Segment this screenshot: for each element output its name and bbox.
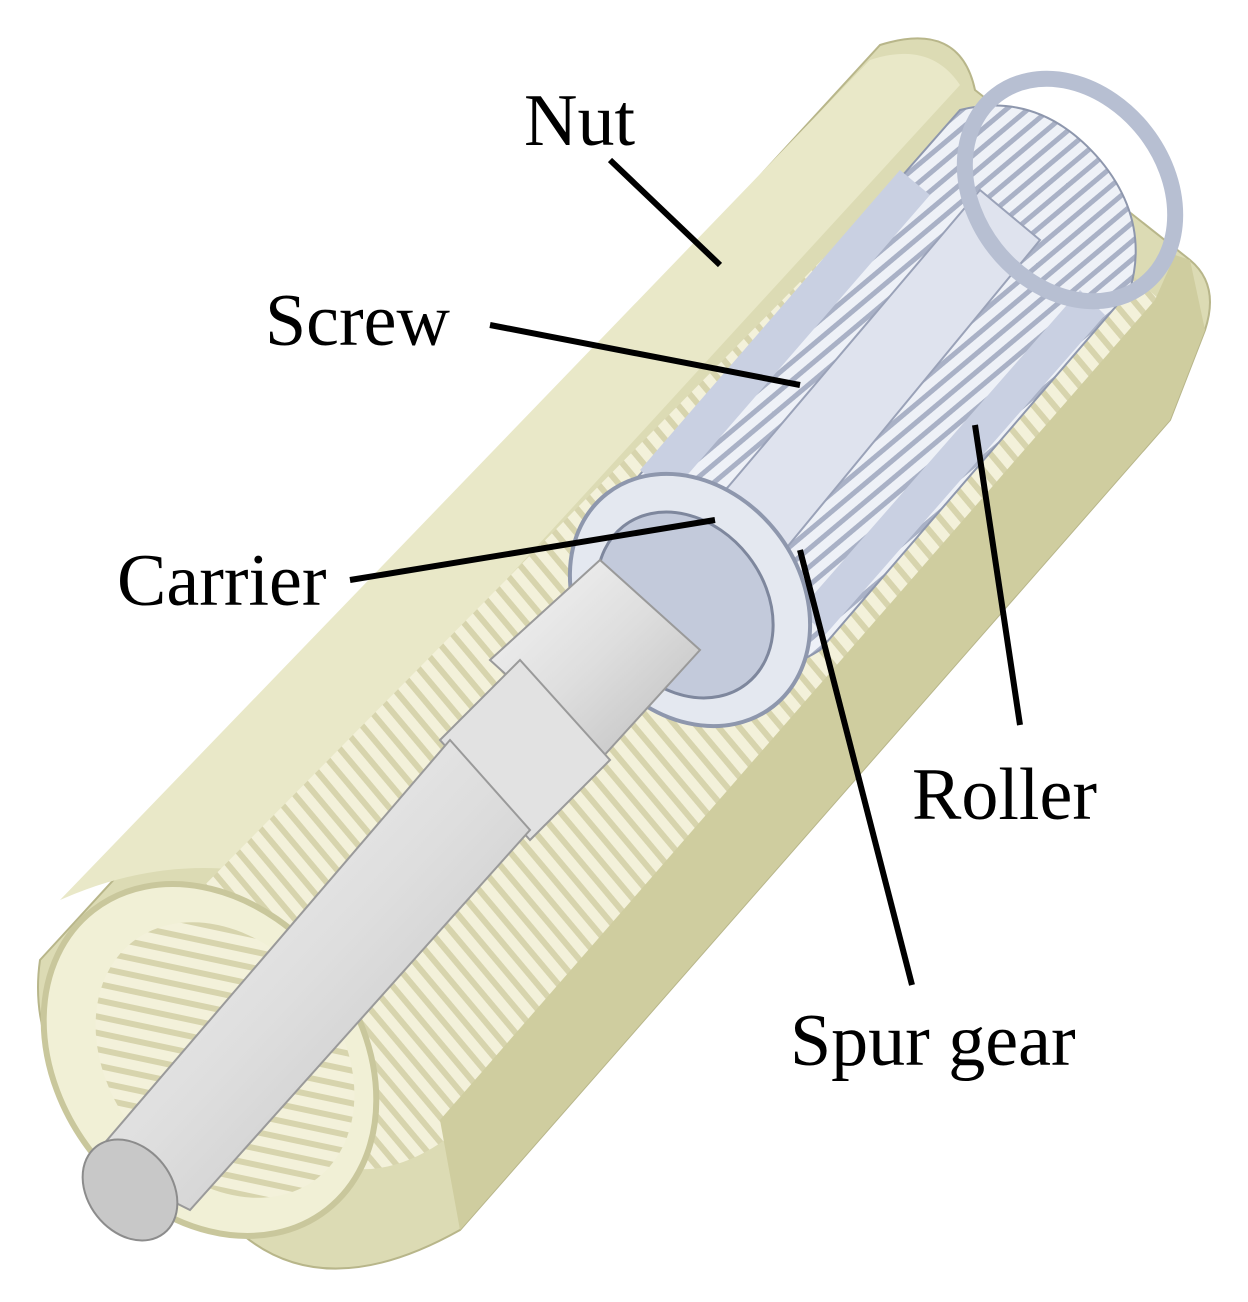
leader-screw (489, 322, 801, 388)
label-screw: Screw (265, 280, 450, 362)
shaft-end-face (81, 1138, 179, 1242)
label-roller: Roller (912, 754, 1097, 836)
roller-strip-2 (800, 290, 1105, 635)
label-carrier: Carrier (117, 540, 327, 622)
screw-shaft (81, 558, 702, 1242)
leader-nut (607, 157, 723, 268)
leader-roller (972, 424, 1023, 726)
leader-carrier (349, 517, 716, 583)
nut-cut-edge (440, 255, 1205, 1230)
nut-top-highlight (60, 53, 960, 901)
label-spur-gear: Spur gear (790, 1000, 1076, 1082)
end-carrier-ring (956, 70, 1184, 310)
leader-spur-gear (797, 549, 915, 986)
label-nut: Nut (524, 80, 635, 162)
leader-lines (349, 157, 1023, 986)
roller-strip-1 (640, 170, 930, 495)
